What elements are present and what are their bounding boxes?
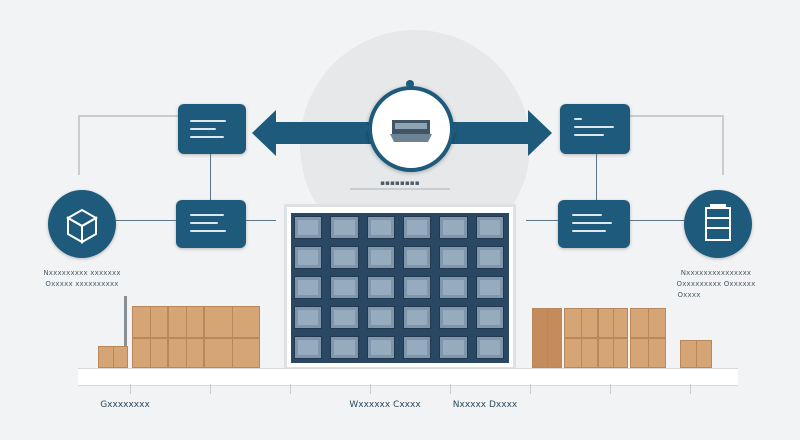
rack-bin: [403, 306, 432, 329]
node-middle-left: [176, 200, 246, 248]
floor-tick: [290, 384, 291, 394]
box: [168, 338, 204, 368]
box: [132, 338, 168, 368]
open-box-icon: [65, 208, 99, 244]
floor-tick: [370, 384, 371, 394]
caption-right-top: Nxxxxxxxxxxxxxxx: [680, 269, 752, 277]
small-box: [98, 346, 128, 368]
right-circle: [684, 190, 752, 258]
hub-caption: ▪▪▪▪▪▪▪▪: [380, 179, 420, 187]
outline-left-top: [78, 115, 178, 117]
rack-bin: [439, 306, 468, 329]
rack-bin: [475, 336, 504, 359]
small-box: [680, 340, 712, 368]
connector-left-rack: [246, 220, 276, 221]
node-top-right: [560, 104, 630, 154]
rack-bin: [403, 276, 432, 299]
floor-tick: [450, 384, 451, 394]
outline-right-vertical: [722, 115, 724, 175]
bottom-label-right: Nxxxxx Dxxxx: [452, 400, 518, 410]
caption-right-bottom: Oxxxxxxxxx Oxxxxxx: [676, 280, 756, 288]
hub-circle: [368, 86, 454, 172]
rack-bin: [294, 336, 323, 359]
bottom-label-left: Gxxxxxxxx: [100, 400, 150, 410]
node-middle-right: [558, 200, 630, 248]
box: [532, 308, 562, 368]
rack-bin: [366, 306, 395, 329]
rack-bin: [403, 246, 432, 269]
box: [598, 338, 628, 368]
connector-left-vertical: [210, 154, 211, 200]
rack-bin: [403, 336, 432, 359]
connector-right-rack: [526, 220, 558, 221]
floor-tick: [130, 384, 131, 394]
rack-bin: [294, 306, 323, 329]
floor-tick: [210, 384, 211, 394]
rack-bin: [366, 276, 395, 299]
rack-bin: [475, 306, 504, 329]
rack-bin: [294, 216, 323, 239]
rack-bin: [294, 276, 323, 299]
hub-dot-left: [361, 124, 369, 132]
rack-bin: [330, 306, 359, 329]
rack-bin: [403, 216, 432, 239]
storage-rack: [284, 204, 516, 370]
rack-bin: [475, 246, 504, 269]
rack-bin: [439, 246, 468, 269]
hub-dot-top: [406, 80, 414, 88]
floor-tick: [610, 384, 611, 394]
bidirectional-arrow: [252, 110, 552, 156]
rack-bin: [475, 216, 504, 239]
box: [168, 306, 204, 338]
post: [124, 296, 127, 346]
floor-tick: [530, 384, 531, 394]
hub-dot-right: [451, 124, 459, 132]
box: [598, 308, 628, 338]
caption-left-bottom: Oxxxxx xxxxxxxxxx: [45, 280, 119, 288]
box: [564, 308, 598, 338]
outline-left-vertical: [78, 115, 80, 175]
rack-bin: [366, 246, 395, 269]
box: [630, 308, 666, 338]
floor-tick: [690, 384, 691, 394]
bottom-label-center: Wxxxxxx Cxxxx: [349, 400, 421, 410]
rack-bin: [294, 246, 323, 269]
box: [564, 338, 598, 368]
rack-bin: [475, 276, 504, 299]
box: [204, 338, 260, 368]
box: [204, 306, 260, 338]
connector-left-circle: [116, 220, 176, 221]
rack-bin: [366, 216, 395, 239]
caption-left-top: Nxxxxxxxxx xxxxxxx: [43, 269, 121, 277]
connector-right-circle: [630, 220, 684, 221]
box: [630, 338, 666, 368]
rack-bin: [366, 336, 395, 359]
rack-bin: [330, 276, 359, 299]
caption-right-extra: Oxxxx: [677, 291, 701, 299]
shelving-rack-icon: [705, 204, 731, 241]
connector-right-vertical: [596, 154, 597, 200]
rack-bin: [439, 216, 468, 239]
rack-bin: [330, 216, 359, 239]
rack-bin: [330, 336, 359, 359]
floor-platform: [78, 368, 738, 386]
left-circle: [48, 190, 116, 258]
rack-bin: [330, 246, 359, 269]
rack-bin: [439, 276, 468, 299]
outline-right-top: [630, 115, 724, 117]
node-top-left: [178, 104, 246, 154]
rack-bin: [439, 336, 468, 359]
storage-rack-grid: [291, 213, 509, 363]
hub-caption-line: [350, 188, 450, 190]
conveyor-machine-icon: [390, 120, 432, 142]
box: [132, 306, 168, 338]
